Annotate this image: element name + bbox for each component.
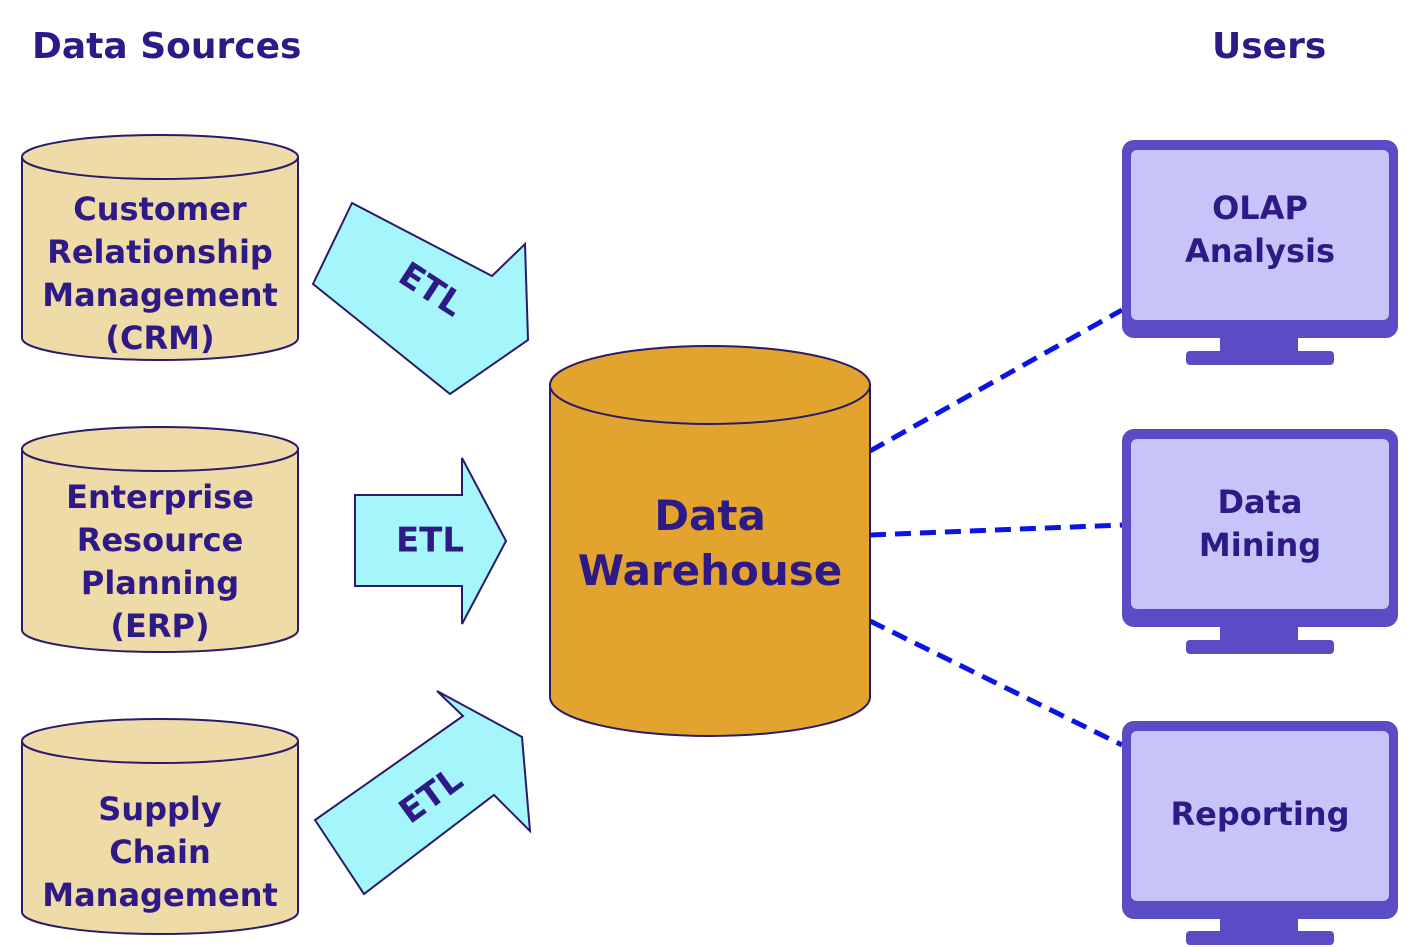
data-warehouse-cylinder — [549, 384, 871, 737]
source-erp-cylinder-top — [21, 426, 299, 472]
source-scm-line-2: Chain — [109, 833, 211, 871]
monitor-reporting-neck — [1220, 918, 1298, 934]
source-crm-cylinder-top — [21, 134, 299, 180]
source-crm-cylinder — [21, 156, 299, 361]
monitor-olap-line-1: OLAP — [1212, 189, 1308, 227]
etl-arrow-top-shape — [311, 201, 530, 396]
etl-arrow-middle-shape — [354, 457, 508, 625]
source-scm-line-1: Supply — [98, 790, 222, 828]
data-warehouse-line-1: Data — [654, 491, 766, 540]
monitor-olap-neck — [1220, 337, 1298, 353]
source-crm: Customer Relationship Management (CRM) — [21, 134, 299, 361]
source-erp-line-1: Enterprise — [66, 478, 254, 516]
monitor-mining-screen — [1131, 439, 1389, 609]
source-erp-cylinder — [21, 448, 299, 653]
monitor-olap: OLAP Analysis — [1122, 140, 1398, 365]
monitor-mining-neck — [1220, 626, 1298, 642]
source-erp-line-2: Resource — [77, 521, 244, 559]
monitor-olap-line-2: Analysis — [1185, 232, 1335, 270]
monitor-olap-base — [1186, 351, 1334, 365]
data-warehouse-cylinder-top — [549, 345, 871, 425]
monitor-mining: Data Mining — [1122, 429, 1398, 654]
source-crm-line-4: (CRM) — [105, 319, 214, 357]
monitor-mining-base — [1186, 640, 1334, 654]
data-sources-heading: Data Sources — [32, 26, 301, 67]
etl-arrow-middle: ETL — [354, 457, 508, 625]
monitor-olap-screen — [1131, 150, 1389, 320]
etl-arrow-middle-label: ETL — [396, 521, 464, 561]
source-crm-line-1: Customer — [73, 190, 247, 228]
data-warehouse-line-2: Warehouse — [578, 546, 843, 595]
monitor-mining-line-2: Mining — [1199, 526, 1321, 564]
source-erp: Enterprise Resource Planning (ERP) — [21, 426, 299, 653]
etl-arrow-bottom: ETL — [313, 690, 532, 896]
monitor-reporting: Reporting — [1122, 721, 1398, 945]
etl-arrow-bottom-shape — [313, 690, 532, 896]
etl-arrow-top: ETL — [311, 201, 530, 396]
connectors — [868, 307, 1124, 748]
monitor-mining-line-1: Data — [1217, 483, 1302, 521]
connector-mining — [869, 522, 1123, 538]
source-scm-cylinder-top — [21, 718, 299, 764]
connector-olap — [868, 307, 1124, 454]
source-crm-line-3: Management — [42, 276, 278, 314]
users-heading: Users — [1212, 26, 1326, 67]
connector-reporting — [868, 618, 1124, 748]
monitor-reporting-line-1: Reporting — [1171, 795, 1350, 833]
source-crm-line-2: Relationship — [47, 233, 273, 271]
monitor-reporting-base — [1186, 931, 1334, 945]
data-warehouse: Data Warehouse — [549, 345, 871, 737]
source-scm-cylinder — [21, 740, 299, 935]
source-scm: Supply Chain Management — [21, 718, 299, 935]
monitor-reporting-screen — [1131, 731, 1389, 901]
source-erp-line-4: (ERP) — [110, 607, 209, 645]
source-scm-line-3: Management — [42, 876, 278, 914]
source-erp-line-3: Planning — [81, 564, 239, 602]
